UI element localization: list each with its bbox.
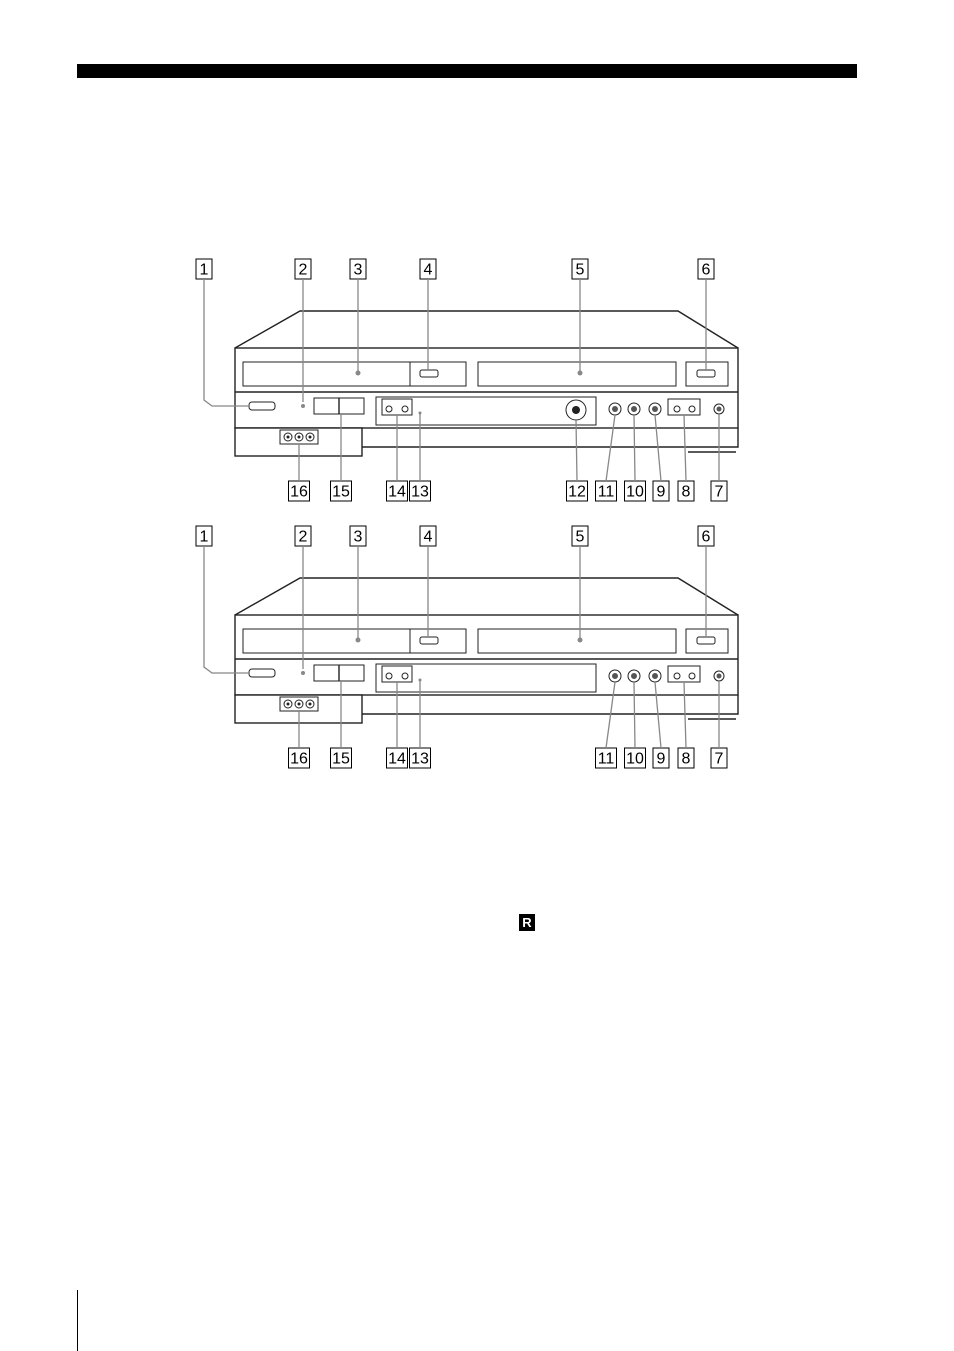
callout-label-8: 8 (682, 484, 691, 501)
callout-label-3: 3 (354, 529, 363, 546)
callout-label-16: 16 (290, 751, 308, 768)
record-button-cap (717, 407, 722, 412)
callout-label-16: 16 (290, 484, 308, 501)
vhs-slot (478, 629, 676, 653)
callout-label-11: 11 (598, 484, 615, 501)
av-jack-pin-3 (309, 703, 312, 706)
callout-label-10: 10 (626, 484, 644, 501)
device-base (362, 695, 738, 714)
callout-label-6: 6 (702, 262, 711, 279)
callout-label-3: 3 (354, 262, 363, 279)
av-jack-pin-2 (298, 436, 301, 439)
stop-button-cap (612, 673, 618, 679)
callout-label-1: 1 (200, 262, 209, 279)
leader-12 (576, 420, 577, 481)
callout-label-13: 13 (411, 484, 429, 501)
skip-buttons (668, 666, 700, 682)
channel-button-plus (402, 406, 408, 412)
callout-label-6: 6 (702, 529, 711, 546)
callout-label-2: 2 (299, 262, 308, 279)
skip-forward-button (689, 406, 695, 412)
remote-sensor-glyph: R (521, 915, 533, 930)
power-button (249, 669, 275, 677)
device-base (362, 428, 738, 447)
callout-label-9: 9 (657, 484, 666, 501)
skip-forward-button (689, 673, 695, 679)
remote-sensor (301, 671, 305, 675)
remote-sensor (301, 404, 305, 408)
remote-sensor-icon: R (519, 914, 535, 931)
av-jack-pin-2 (298, 703, 301, 706)
jog-dial-center (572, 406, 580, 414)
callout-label-12: 12 (568, 484, 586, 501)
device-top-edge (235, 311, 738, 348)
av-jack-pin-1 (287, 436, 290, 439)
callout-label-1: 1 (200, 529, 209, 546)
page-margin-rule (77, 1290, 78, 1351)
callout-label-4: 4 (424, 529, 433, 546)
callout-label-11: 11 (598, 751, 615, 768)
callout-label-4: 4 (424, 262, 433, 279)
callout-label-5: 5 (576, 262, 585, 279)
channel-button-minus (386, 673, 392, 679)
callout-label-15: 15 (332, 484, 350, 501)
vhs-eject-button (697, 370, 715, 377)
skip-buttons (668, 399, 700, 415)
stop-button-cap (612, 406, 618, 412)
channel-button-minus (386, 406, 392, 412)
callout-label-2: 2 (299, 529, 308, 546)
dvd-eject-button (420, 637, 438, 644)
callout-label-10: 10 (626, 751, 644, 768)
vhs-eject-button (697, 637, 715, 644)
callout-label-8: 8 (682, 751, 691, 768)
callout-label-13: 13 (411, 751, 429, 768)
pause-button-cap (652, 673, 658, 679)
callout-label-9: 9 (657, 751, 666, 768)
device-top-edge (235, 578, 738, 615)
record-button-cap (717, 674, 722, 679)
play-button-cap (631, 673, 637, 679)
callout-label-7: 7 (715, 751, 724, 768)
callout-label-7: 7 (715, 484, 724, 501)
power-button (249, 402, 275, 410)
vhs-slot (478, 362, 676, 386)
callout-label-14: 14 (388, 751, 406, 768)
av-jack-pin-3 (309, 436, 312, 439)
skip-back-button (674, 406, 680, 412)
callout-label-15: 15 (332, 751, 350, 768)
av-jack-pin-1 (287, 703, 290, 706)
skip-back-button (674, 673, 680, 679)
callout-label-14: 14 (388, 484, 406, 501)
callout-label-5: 5 (576, 529, 585, 546)
pause-button-cap (652, 406, 658, 412)
play-button-cap (631, 406, 637, 412)
channel-button-plus (402, 673, 408, 679)
dvd-eject-button (420, 370, 438, 377)
